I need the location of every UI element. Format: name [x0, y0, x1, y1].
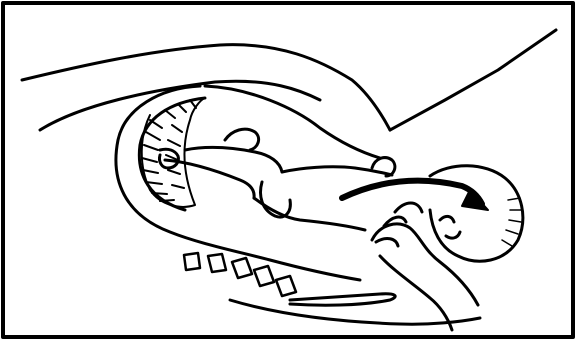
- maternal-lower-contour: [290, 294, 395, 305]
- fetal-leg-lower: [165, 160, 254, 198]
- fetal-torso-upper: [282, 167, 392, 175]
- vertebrae: [184, 253, 296, 296]
- rotation-arrow: [342, 181, 482, 204]
- fetal-thigh: [185, 147, 282, 172]
- abdominal-wall-line: [390, 30, 556, 130]
- fetal-face: [440, 216, 460, 238]
